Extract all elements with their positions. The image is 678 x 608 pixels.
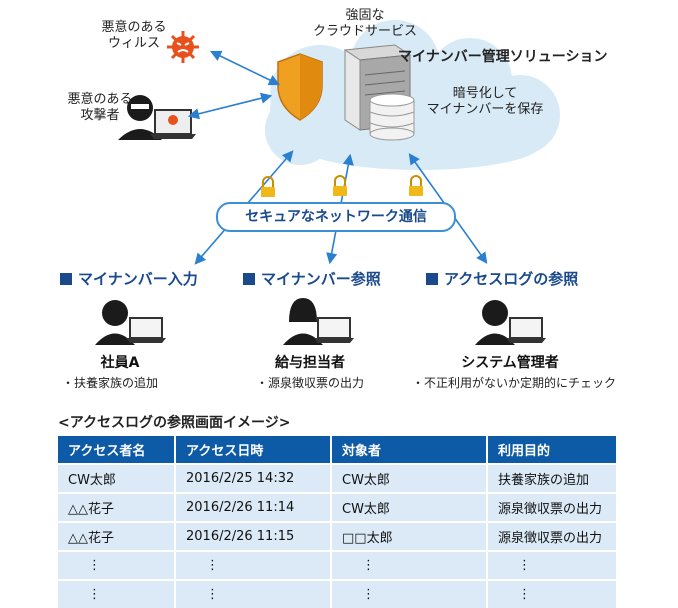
column-header: 対象者 [331, 436, 488, 464]
column-header: アクセス日時 [175, 436, 332, 464]
table-row: ⋮ ⋮ ⋮ ⋮ [58, 579, 618, 608]
table-header-row: アクセス者名 アクセス日時 対象者 利用目的 [58, 436, 618, 464]
database-icon [369, 93, 415, 141]
access-log-table: アクセス者名 アクセス日時 対象者 利用目的 CW太郎 2016/2/25 14… [58, 436, 618, 608]
section-title-input: マイナンバー入力 [60, 268, 198, 289]
table-row: ⋮ ⋮ ⋮ ⋮ [58, 550, 618, 580]
cloud-service-label: 強固な クラウドサービス [312, 8, 417, 39]
table-cell: 扶養家族の追加 [487, 463, 618, 493]
table-cell: △△花子 [58, 492, 176, 522]
table-cell: CW太郎 [58, 463, 176, 493]
bullet-square-icon [60, 273, 72, 285]
log-screen-title: <アクセスログの参照画面イメージ> [58, 415, 291, 431]
role-employee: 社員A [100, 355, 140, 371]
desc-payroll: ・源泉徴収票の出力 [256, 376, 365, 390]
attacker-label: 悪意のある 攻撃者 [67, 92, 133, 123]
table-cell: ⋮ [175, 579, 332, 608]
section-title-reference: マイナンバー参照 [243, 268, 381, 289]
table-cell: ⋮ [58, 550, 176, 580]
encrypt-label: 暗号化して マイナンバーを保存 [426, 86, 544, 117]
table-cell: 2016/2/26 11:14 [175, 492, 332, 522]
table-cell: ⋮ [58, 579, 176, 608]
solution-label: マイナンバー管理ソリューション [398, 49, 608, 65]
table-cell: 2016/2/26 11:15 [175, 521, 332, 551]
section-title-log: アクセスログの参照 [426, 268, 578, 289]
lock-icon [409, 175, 423, 196]
table-cell: 源泉徴収票の出力 [487, 492, 618, 522]
desc-employee: ・扶養家族の追加 [62, 376, 159, 390]
shield-icon [277, 53, 323, 121]
column-header: 利用目的 [487, 436, 618, 464]
lock-icon [261, 176, 275, 197]
table-cell: ⋮ [487, 579, 618, 608]
table-cell: ⋮ [331, 579, 488, 608]
table-cell: ⋮ [331, 550, 488, 580]
employee-icon [95, 300, 166, 345]
column-header: アクセス者名 [58, 436, 176, 464]
bullet-square-icon [426, 273, 438, 285]
table-cell: △△花子 [58, 521, 176, 551]
payroll-staff-icon [283, 298, 354, 345]
table-cell: 2016/2/25 14:32 [175, 463, 332, 493]
attacker-icon [118, 95, 196, 140]
virus-icon [167, 31, 199, 63]
table-cell: □□太郎 [331, 521, 488, 551]
table-row: CW太郎 2016/2/25 14:32 CW太郎 扶養家族の追加 [58, 463, 618, 493]
role-admin: システム管理者 [461, 355, 559, 371]
table-cell: ⋮ [175, 550, 332, 580]
table-cell: CW太郎 [331, 492, 488, 522]
table-cell: CW太郎 [331, 463, 488, 493]
diagram-graphics [95, 20, 560, 345]
bullet-square-icon [243, 273, 255, 285]
table-row: △△花子 2016/2/26 11:15 □□太郎 源泉徴収票の出力 [58, 521, 618, 551]
table-cell: ⋮ [487, 550, 618, 580]
system-admin-icon [475, 300, 546, 345]
table-cell: 源泉徴収票の出力 [487, 521, 618, 551]
desc-admin: ・不正利用がないか定期的にチェック [412, 376, 617, 390]
secure-network-label: セキュアなネットワーク通信 [216, 202, 456, 232]
lock-icon [333, 175, 347, 196]
virus-label: 悪意のある ウィルス [101, 20, 167, 51]
role-payroll: 給与担当者 [275, 355, 345, 371]
table-row: △△花子 2016/2/26 11:14 CW太郎 源泉徴収票の出力 [58, 492, 618, 522]
